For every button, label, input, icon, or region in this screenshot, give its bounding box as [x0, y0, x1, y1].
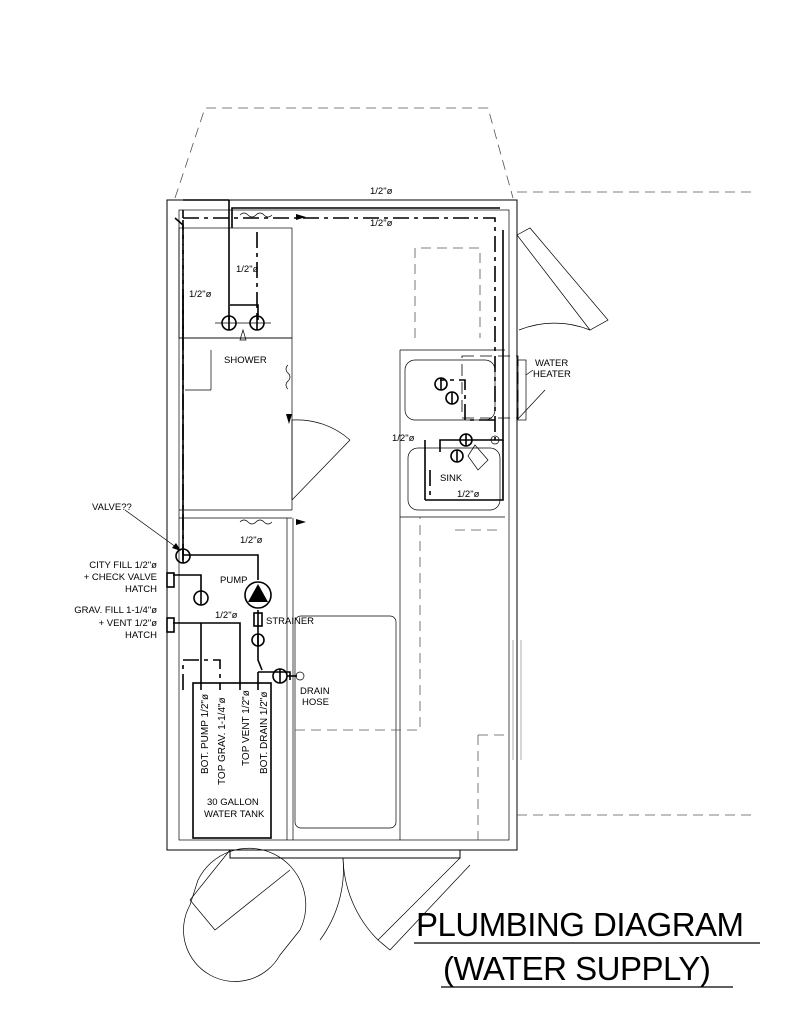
heater-pipe-label: 1/2"ø	[392, 433, 415, 444]
rear-doors	[183, 847, 471, 982]
shower-valves	[215, 315, 271, 341]
tank-label-3: TOP VENT 1/2"ø	[241, 690, 252, 766]
water-tank	[192, 682, 272, 839]
bathroom-door	[291, 419, 351, 501]
hot-water-lines	[174, 210, 496, 690]
city-fill-label-3: HATCH	[125, 584, 157, 595]
grav-fill-label-2: + VENT 1/2"ø	[99, 618, 158, 629]
side-door	[516, 227, 609, 421]
sink-basin	[407, 444, 501, 511]
flow-arrows	[124, 214, 306, 551]
water-heater-label-1: WATER	[535, 358, 568, 369]
shower-label: SHOWER	[224, 355, 267, 366]
drain-label-2: HOSE	[302, 697, 329, 708]
strainer-pipe-label: 1/2"ø	[215, 610, 238, 621]
strainer-icon	[253, 612, 263, 627]
pump-pipe-label: 1/2"ø	[240, 535, 263, 546]
tank-label-6: WATER TANK	[204, 809, 265, 820]
title-line-1: PLUMBING DIAGRAM	[416, 906, 744, 943]
tank-label-4: BOT. DRAIN 1/2"ø	[259, 692, 270, 774]
title-line-2: (WATER SUPPLY)	[443, 950, 710, 987]
grav-fill-label-3: HATCH	[125, 630, 157, 641]
trailer-front-outline	[174, 107, 514, 199]
drawing-title: PLUMBING DIAGRAM (WATER SUPPLY)	[414, 906, 760, 988]
pump-label: PUMP	[220, 575, 247, 586]
city-fill-label-1: CITY FILL 1/2"ø	[89, 560, 157, 571]
pipe-label-top-1: 1/2"ø	[370, 186, 393, 197]
shower-pipe-label-2: 1/2"ø	[189, 289, 212, 300]
fixture-valves	[434, 377, 500, 463]
cold-water-lines	[173, 199, 504, 690]
sink-label: SINK	[440, 473, 463, 484]
water-heater-label-2: HEATER	[533, 369, 571, 380]
city-fill-label-2: + CHECK VALVE	[84, 572, 157, 583]
grav-fill-label-1: GRAV. FILL 1-1/4"ø	[74, 605, 157, 616]
tank-label-5: 30 GALLON	[207, 797, 259, 808]
tank-label-1: BOT. PUMP 1/2"ø	[200, 694, 211, 774]
pump-assembly	[166, 548, 305, 684]
shower-pipe-label-1: 1/2"ø	[236, 264, 259, 275]
strainer-label: STRAINER	[266, 616, 314, 627]
pipe-label-top-2: 1/2"ø	[370, 218, 393, 229]
valve-label: VALVE??	[92, 502, 132, 513]
counter-outlines	[295, 247, 505, 840]
outer-walls	[166, 191, 755, 859]
tank-label-2: TOP GRAV. 1-1/4"ø	[217, 697, 228, 785]
water-heater	[404, 355, 534, 421]
drain-label-1: DRAIN	[300, 686, 330, 697]
pump-icon	[244, 581, 272, 609]
sink-pipe-label: 1/2"ø	[457, 489, 480, 500]
annotations: 1/2"ø 1/2"ø 1/2"ø 1/2"ø SHOWER WATER HEA…	[74, 186, 571, 820]
